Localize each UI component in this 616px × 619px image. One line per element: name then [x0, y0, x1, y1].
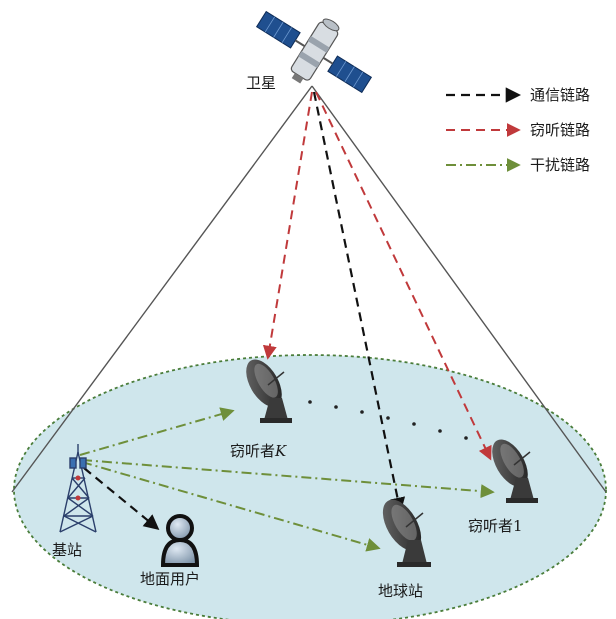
- legend: 通信链路 窃听链路 干扰链路: [446, 86, 590, 174]
- interference-link-k: [79, 407, 235, 456]
- legend-item-interference: 干扰链路: [446, 156, 590, 174]
- base-station-label: 基站: [52, 541, 82, 559]
- comm-link-satellite-earth: [312, 91, 406, 514]
- beam-edge-right: [311, 85, 607, 493]
- legend-label-interference: 干扰链路: [530, 156, 590, 174]
- interference-link-earth: [81, 461, 381, 552]
- interference-link-1: [81, 459, 495, 499]
- eavesdrop-link-1: [315, 91, 492, 461]
- legend-label-eavesdrop: 窃听链路: [530, 121, 590, 139]
- comm-link-base-user: [83, 467, 160, 530]
- eavesdrop-link-k: [262, 91, 313, 360]
- eavesdropper-k-dish-icon: [246, 359, 292, 423]
- earth-station-label: 地球站: [378, 582, 423, 600]
- ellipsis-dots: [308, 400, 468, 440]
- satellite-label: 卫星: [246, 74, 276, 92]
- legend-item-eavesdrop: 窃听链路: [446, 121, 590, 139]
- eavesdropper-1-label: 窃听者1: [468, 517, 523, 535]
- earth-station-dish-icon: [382, 499, 431, 567]
- eavesdropper-k-label-prefix: 窃听者: [230, 442, 275, 460]
- eavesdropper-1-dish-icon: [492, 439, 538, 503]
- eavesdropper-k-label: 窃听者K: [230, 442, 287, 460]
- coverage-area: [13, 354, 607, 619]
- beam-edge-left: [11, 85, 313, 493]
- ground-user-icon: [160, 514, 200, 567]
- legend-item-communication: 通信链路: [446, 86, 590, 104]
- base-station-tower-icon: [59, 444, 97, 533]
- ground-user-label: 地面用户: [140, 570, 200, 588]
- legend-label-communication: 通信链路: [530, 86, 590, 104]
- eavesdropper-k-label-suffix: K: [274, 442, 287, 460]
- satellite-icon: [255, 10, 373, 94]
